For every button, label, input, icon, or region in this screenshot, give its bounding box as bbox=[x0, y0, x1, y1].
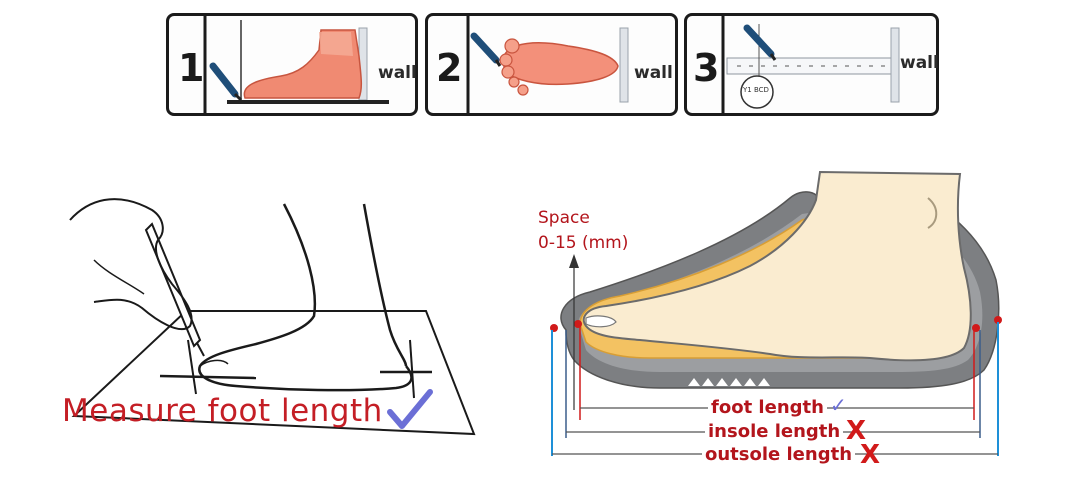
insole-length-label: insole length bbox=[705, 421, 844, 442]
cross-icon: X bbox=[846, 416, 867, 446]
measure-foot-length-caption: Measure foot length bbox=[62, 393, 383, 429]
step-panel-3: 3 Y1 BCD wall bbox=[684, 13, 939, 116]
outsole-length-label: outsole length bbox=[702, 444, 856, 465]
step-panel-2: 2 wall bbox=[425, 13, 678, 116]
foot-top-view-illustration bbox=[466, 16, 629, 113]
space-range-label: 0-15 (mm) bbox=[538, 233, 629, 253]
wall-label: wall bbox=[634, 63, 673, 83]
shoe-with-foot-cross-section bbox=[550, 170, 1002, 456]
space-label: Space bbox=[538, 208, 590, 228]
cross-icon: X bbox=[860, 440, 881, 470]
checkmark-icon bbox=[387, 389, 433, 429]
wall-label: wall bbox=[900, 53, 939, 73]
foot-length-label: foot length bbox=[708, 397, 827, 418]
ruler-measurement-illustration bbox=[721, 16, 900, 113]
wall-label: wall bbox=[378, 63, 417, 83]
ruler-magnifier-text: Y1 BCD bbox=[743, 86, 769, 94]
step-number: 2 bbox=[436, 46, 463, 90]
checkmark-icon: ✓ bbox=[830, 395, 847, 417]
step-number: 3 bbox=[693, 46, 720, 90]
step-number: 1 bbox=[178, 46, 205, 90]
step-panel-1: 1 wall bbox=[166, 13, 418, 116]
hand-measuring-foot-illustration bbox=[69, 198, 476, 436]
foot-on-ruler-illustration bbox=[203, 16, 389, 113]
